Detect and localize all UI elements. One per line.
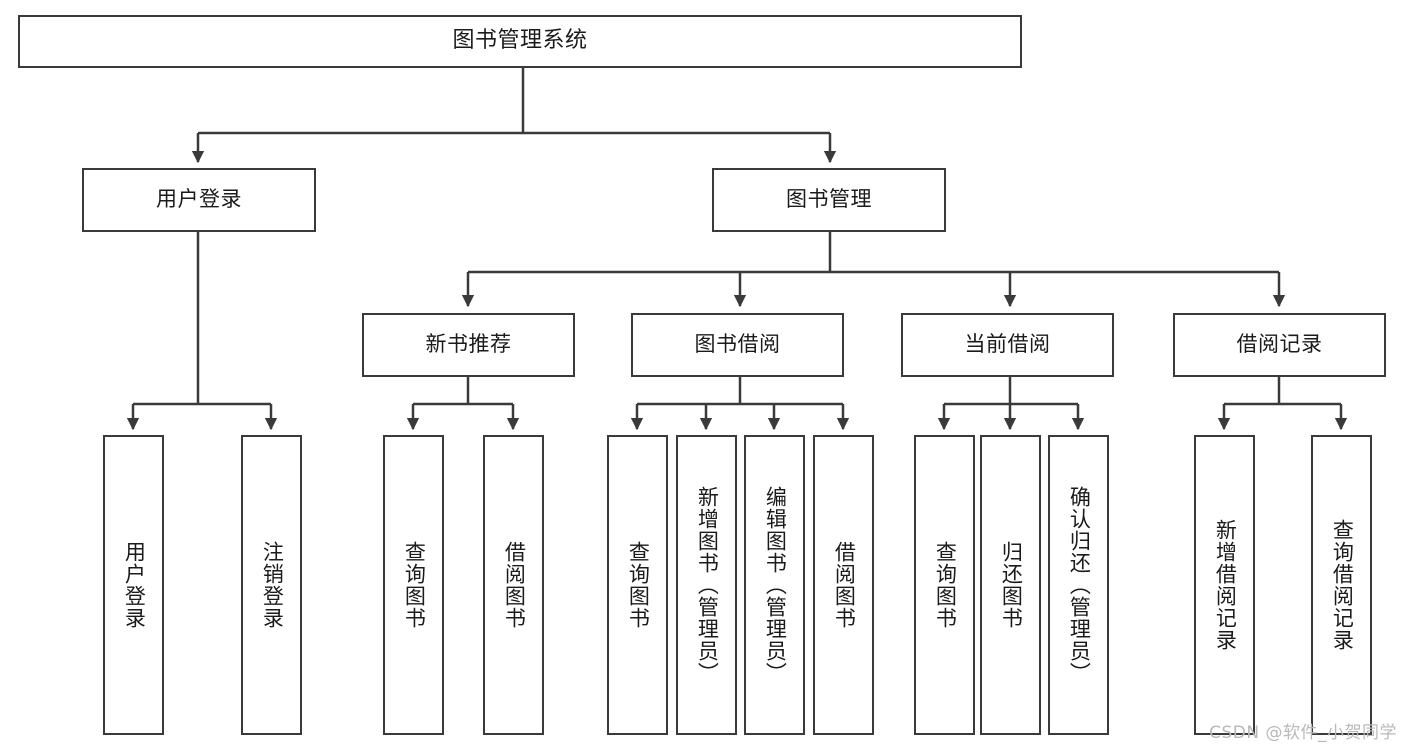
node-leaf-query-record-label: 查询借阅记录 — [1330, 519, 1355, 651]
node-new-book-rec-label: 新书推荐 — [425, 332, 512, 357]
node-user-login-label: 用户登录 — [156, 187, 242, 212]
node-current-borrow[interactable]: 当前借阅 — [901, 313, 1114, 377]
node-book-borrow-label: 图书借阅 — [694, 332, 781, 357]
node-leaf-return-book[interactable]: 归还图书 — [980, 435, 1041, 735]
node-leaf-edit-book[interactable]: 编辑图书（管理员） — [744, 435, 805, 735]
node-leaf-return-book-label: 归还图书 — [999, 541, 1024, 629]
node-leaf-add-book-label: 新增图书（管理员） — [695, 486, 720, 684]
node-new-book-rec[interactable]: 新书推荐 — [362, 313, 575, 377]
node-leaf-borrow-book-2-label: 借阅图书 — [832, 541, 857, 629]
node-leaf-borrow-book-1-label: 借阅图书 — [502, 541, 527, 629]
node-book-manage-label: 图书管理 — [786, 187, 872, 212]
node-book-borrow[interactable]: 图书借阅 — [631, 313, 844, 377]
node-root-label: 图书管理系统 — [452, 28, 588, 54]
node-user-login[interactable]: 用户登录 — [82, 168, 316, 232]
node-leaf-query-book-3[interactable]: 查询图书 — [914, 435, 975, 735]
node-leaf-user-login[interactable]: 用户登录 — [103, 435, 164, 735]
node-book-manage[interactable]: 图书管理 — [712, 168, 946, 232]
node-root[interactable]: 图书管理系统 — [18, 15, 1022, 68]
node-leaf-add-book[interactable]: 新增图书（管理员） — [676, 435, 737, 735]
node-leaf-query-record[interactable]: 查询借阅记录 — [1311, 435, 1372, 735]
watermark: CSDN @软件_小贺同学 — [1209, 723, 1397, 743]
node-leaf-confirm-return[interactable]: 确认归还（管理员） — [1048, 435, 1109, 735]
node-leaf-edit-book-label: 编辑图书（管理员） — [763, 486, 788, 684]
node-current-borrow-label: 当前借阅 — [964, 332, 1051, 357]
node-leaf-add-record-label: 新增借阅记录 — [1213, 519, 1238, 651]
node-leaf-user-login-label: 用户登录 — [122, 541, 147, 629]
node-leaf-logout-login-label: 注销登录 — [260, 541, 285, 629]
node-leaf-confirm-return-label: 确认归还（管理员） — [1067, 486, 1092, 684]
node-leaf-query-book-3-label: 查询图书 — [933, 541, 958, 629]
node-leaf-query-book-2-label: 查询图书 — [626, 541, 651, 629]
node-borrow-record[interactable]: 借阅记录 — [1173, 313, 1386, 377]
node-leaf-logout-login[interactable]: 注销登录 — [241, 435, 302, 735]
node-leaf-query-book-2[interactable]: 查询图书 — [607, 435, 668, 735]
node-borrow-record-label: 借阅记录 — [1236, 332, 1323, 357]
node-leaf-add-record[interactable]: 新增借阅记录 — [1194, 435, 1255, 735]
node-leaf-borrow-book-2[interactable]: 借阅图书 — [813, 435, 874, 735]
node-leaf-query-book-1[interactable]: 查询图书 — [383, 435, 444, 735]
node-leaf-query-book-1-label: 查询图书 — [402, 541, 427, 629]
node-leaf-borrow-book-1[interactable]: 借阅图书 — [483, 435, 544, 735]
